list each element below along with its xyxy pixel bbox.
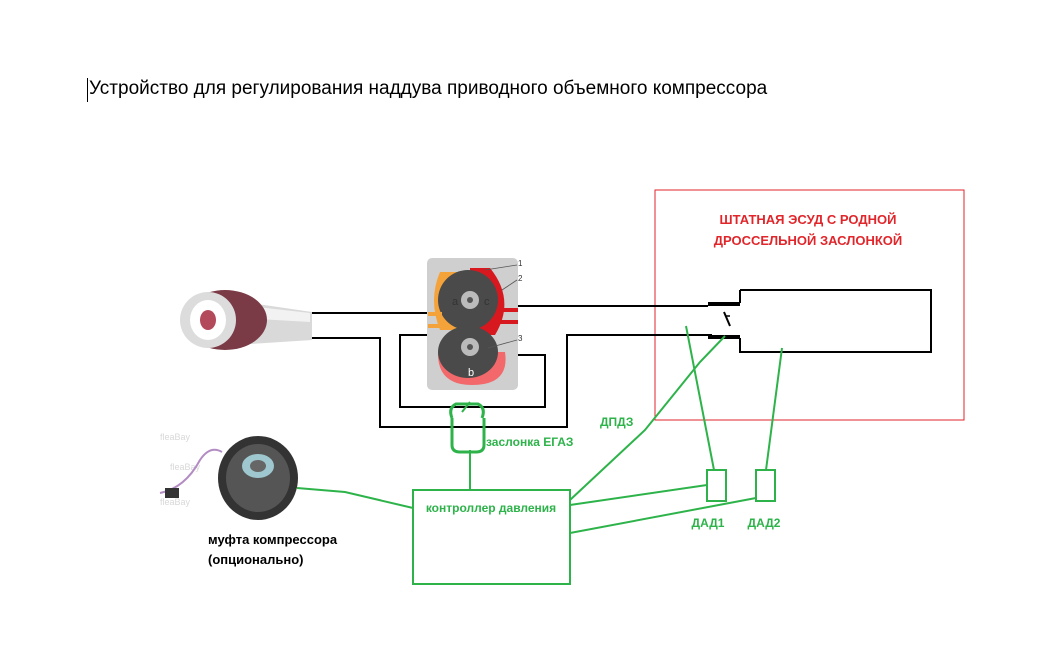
pressure-controller-label: контроллер давления <box>426 501 556 515</box>
svg-text:fleaBay: fleaBay <box>160 497 191 507</box>
pipe-bypass-outer <box>312 334 712 428</box>
clutch-label-line2: (опционально) <box>208 552 304 567</box>
rotor-label-b: b <box>468 367 474 379</box>
ecu-label-line2: ДРОССЕЛЬНОЙ ЗАСЛОНКОЙ <box>714 233 903 248</box>
compressor-clutch-image: fleaBay fleaBay fleaBay <box>159 432 298 520</box>
wire-dad2-to-manifold <box>765 347 783 471</box>
wire-controller-to-dpdz <box>569 335 726 501</box>
dad2-label: ДАД2 <box>748 516 781 530</box>
ecu-label-line1: ШТАТНАЯ ЭСУД С РОДНОЙ <box>720 212 897 227</box>
rotor-label-c: c <box>484 296 490 308</box>
pipe-bypass-inner <box>399 334 546 408</box>
wire-controller-to-dad1 <box>569 484 708 506</box>
callout-3: 3 <box>518 334 523 343</box>
wire-clutch-to-controller <box>296 487 414 509</box>
intake-manifold <box>739 289 932 353</box>
air-filter-image <box>180 290 312 350</box>
egaz-throttle <box>449 401 486 454</box>
wire-controller-to-dad2 <box>569 497 757 534</box>
throttle-body <box>708 302 740 339</box>
dpdz-label: ДПДЗ <box>600 415 633 429</box>
text-cursor <box>87 78 88 102</box>
clutch-label-line1: муфта компрессора <box>208 532 338 547</box>
svg-text:fleaBay: fleaBay <box>160 432 191 442</box>
callout-2: 2 <box>518 274 523 283</box>
compressor-image <box>427 258 518 390</box>
wire-dad1-to-manifold <box>685 325 715 471</box>
dad1-label: ДАД1 <box>692 516 725 530</box>
egaz-label: заслонка ЕГАЗ <box>486 435 573 449</box>
dad2-sensor <box>755 469 776 502</box>
rotor-label-a: a <box>452 296 459 308</box>
dad1-sensor <box>706 469 727 502</box>
callout-1: 1 <box>518 259 523 268</box>
pressure-controller-box <box>412 489 571 585</box>
svg-text:fleaBay: fleaBay <box>170 462 201 472</box>
document-title: Устройство для регулирования наддува при… <box>89 78 768 99</box>
